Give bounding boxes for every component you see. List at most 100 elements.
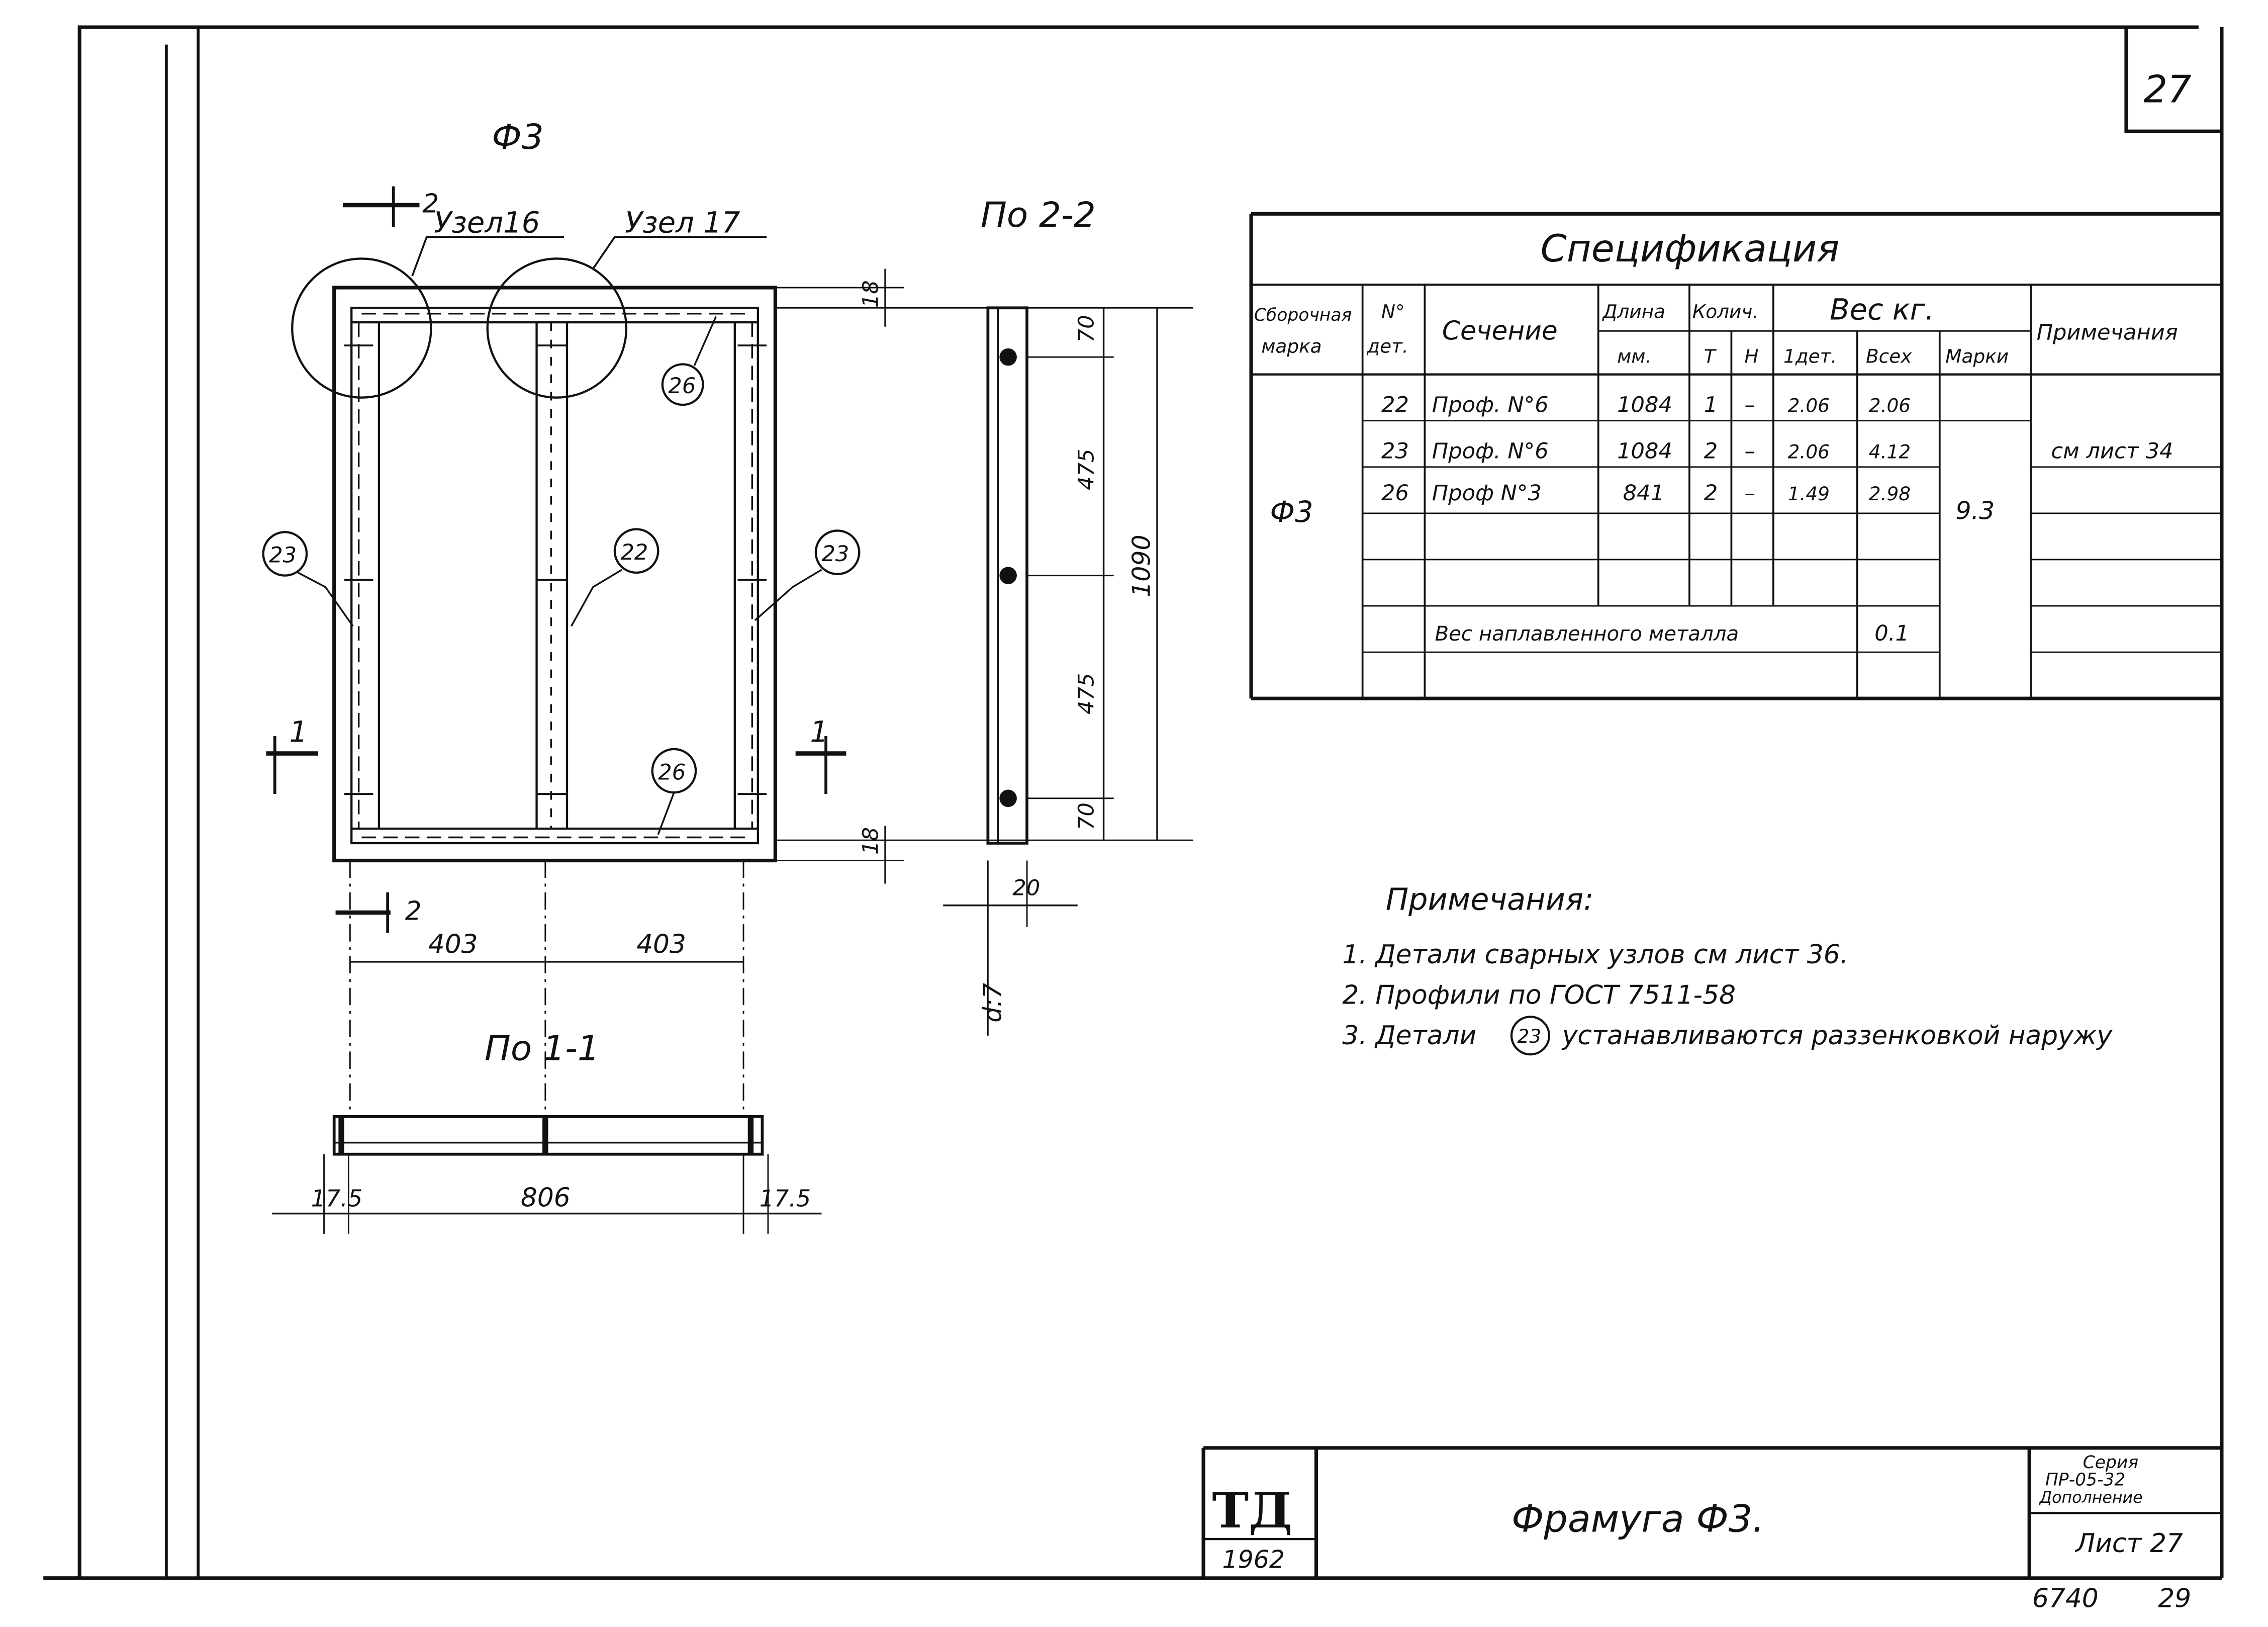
hdr-w-all: Всех xyxy=(1866,345,1912,368)
hdr-qty: Колич. xyxy=(1692,300,1759,322)
svg-text:–: – xyxy=(1744,481,1755,506)
hdr-part-no-1: N° xyxy=(1381,300,1405,322)
hdr-qty-t: Т xyxy=(1704,345,1717,368)
notes-section: Примечания: 1. Детали сварных узлов см л… xyxy=(1342,882,2113,1056)
hdr-length-1: Длина xyxy=(1601,300,1665,322)
svg-text:26: 26 xyxy=(668,374,696,399)
svg-text:Проф N°3: Проф N°3 xyxy=(1432,481,1542,506)
specification-table: Спецификация Сборочная марка N° дет. Сеч… xyxy=(1249,212,2222,700)
hdr-qty-n: Н xyxy=(1744,345,1758,368)
hdr-weight: Вес кг. xyxy=(1830,293,1934,326)
svg-text:841: 841 xyxy=(1623,481,1664,506)
hdr-length-2: мм. xyxy=(1617,345,1651,368)
spec-row-2: 23 Проф. N°6 1084 2 – 2.06 4.12 xyxy=(1381,439,1911,464)
callout-26-bottom: 26 xyxy=(651,748,697,835)
dim-side-d7: d:7 xyxy=(978,983,1007,1023)
title-block: ТД 1962 Фрамуга Ф3. Серия ПР-05-32 Допол… xyxy=(1201,1446,2222,1578)
spec-note-ref: см лист 34 xyxy=(2051,439,2173,464)
svg-text:1: 1 xyxy=(1704,392,1718,417)
svg-text:23: 23 xyxy=(1381,439,1409,464)
dim-side-18-bottom: 18 xyxy=(859,827,884,855)
hdr-w-one: 1дет. xyxy=(1783,345,1837,368)
dim-bottom-mid: 806 xyxy=(521,1183,571,1213)
note-2: 2. Профили по ГОСТ 7511-58 xyxy=(1342,980,1736,1010)
notes-title: Примечания: xyxy=(1386,882,1594,917)
drawing-name: Фрамуга Ф3. xyxy=(1511,1497,1764,1541)
hdr-assembly-mark-2: марка xyxy=(1261,335,1321,357)
svg-text:4.12: 4.12 xyxy=(1869,441,1911,463)
node-17-label: Узел 17 xyxy=(625,206,740,240)
section-1-left: 1 xyxy=(290,715,308,749)
note-3-b: устанавливаются раззенковкой наружу xyxy=(1561,1021,2113,1051)
year: 1962 xyxy=(1222,1546,1285,1574)
svg-text:1084: 1084 xyxy=(1617,439,1672,464)
callout-23-right: 23 xyxy=(754,529,861,621)
svg-text:–: – xyxy=(1744,439,1755,464)
sheet-label: Лист 27 xyxy=(2074,1528,2183,1559)
svg-text:26: 26 xyxy=(658,760,686,785)
dim-side-70-bottom: 70 xyxy=(1074,802,1099,830)
section-2-top: 2 xyxy=(422,189,439,219)
node-17-circle xyxy=(486,257,628,399)
svg-text:2.98: 2.98 xyxy=(1869,483,1911,505)
dim-side-20: 20 xyxy=(1012,876,1040,901)
note-1: 1. Детали сварных узлов см лист 36. xyxy=(1342,940,1848,970)
section-2-bottom: 2 xyxy=(405,896,422,927)
dim-side-475-top: 475 xyxy=(1074,448,1099,490)
dim-side-475-bottom: 475 xyxy=(1074,673,1099,714)
svg-text:1.49: 1.49 xyxy=(1788,483,1830,505)
spec-title: Спецификация xyxy=(1541,227,1840,270)
svg-text:22: 22 xyxy=(1381,392,1409,417)
hdr-notes: Примечания xyxy=(2037,320,2178,345)
svg-text:26: 26 xyxy=(1381,481,1409,506)
drawing-title: Ф3 xyxy=(492,117,543,157)
spec-mark: Ф3 xyxy=(1270,495,1313,529)
hdr-part-no-2: дет. xyxy=(1366,335,1408,357)
dim-bottom-right: 17.5 xyxy=(760,1185,811,1212)
note-3-ref: 23 xyxy=(1518,1025,1542,1047)
hdr-w-mark: Марки xyxy=(1945,345,2009,368)
node-16-circle xyxy=(291,257,432,399)
dim-side-18-top: 18 xyxy=(859,280,884,308)
series-3: Дополнение xyxy=(2038,1489,2142,1507)
logo: ТД xyxy=(1212,1482,1292,1540)
hdr-section: Сечение xyxy=(1442,316,1558,346)
hdr-assembly-mark-1: Сборочная xyxy=(1254,305,1352,325)
series-1: Серия xyxy=(2083,1453,2138,1473)
frame-front-view: Ф3 Узел16 Узел 17 2 xyxy=(262,117,861,1234)
rivet-marks xyxy=(344,344,767,795)
view-2-2-label: По 2-2 xyxy=(981,195,1096,235)
bottom-right-number: 29 xyxy=(2158,1583,2191,1613)
bottom-left-number: 6740 xyxy=(2032,1583,2099,1613)
dim-bottom-left: 17.5 xyxy=(311,1185,363,1212)
svg-text:2: 2 xyxy=(1704,439,1718,464)
frame-side-view: По 2-2 18 70 475 475 70 18 1090 d:7 xyxy=(775,195,1193,1036)
svg-text:23: 23 xyxy=(269,543,297,568)
dim-plan-right: 403 xyxy=(636,930,686,960)
spec-weld-label: Вес наплавленного металла xyxy=(1435,622,1739,646)
svg-text:2.06: 2.06 xyxy=(1788,441,1830,463)
svg-text:–: – xyxy=(1744,392,1755,417)
page-number: 27 xyxy=(2144,68,2192,112)
spec-mark-weight: 9.3 xyxy=(1955,496,1995,525)
dim-side-1090: 1090 xyxy=(1127,534,1156,597)
callout-22: 22 xyxy=(571,528,659,627)
note-3-callout xyxy=(1510,1016,1551,1056)
svg-text:23: 23 xyxy=(821,541,849,567)
svg-text:Проф. N°6: Проф. N°6 xyxy=(1432,439,1549,464)
note-3-a: 3. Детали xyxy=(1342,1021,1476,1051)
spec-row-1: 22 Проф. N°6 1084 1 – 2.06 2.06 xyxy=(1381,392,1911,417)
section-1-right: 1 xyxy=(810,715,828,749)
callout-23-left: 23 xyxy=(262,531,354,627)
dim-plan-left: 403 xyxy=(428,930,478,960)
svg-text:22: 22 xyxy=(620,540,648,565)
spec-weld-value: 0.1 xyxy=(1874,621,1909,646)
callout-26-top: 26 xyxy=(661,316,717,406)
dim-side-70-top: 70 xyxy=(1074,315,1099,342)
svg-text:1084: 1084 xyxy=(1617,392,1672,417)
node-16-label: Узел16 xyxy=(434,206,540,240)
series-2: ПР-05-32 xyxy=(2045,1470,2126,1490)
svg-text:2: 2 xyxy=(1704,481,1718,506)
svg-text:2.06: 2.06 xyxy=(1788,394,1830,416)
